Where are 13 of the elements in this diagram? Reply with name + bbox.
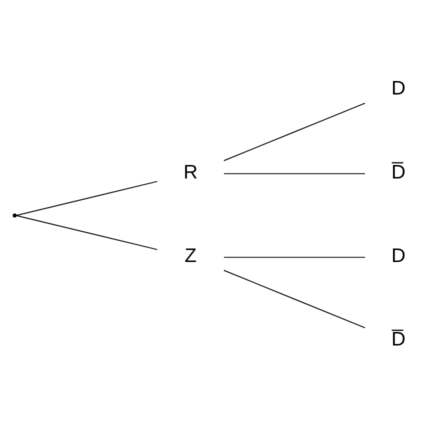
node-text: D̅ — [391, 328, 406, 351]
connector — [223, 102, 366, 162]
connector — [16, 215, 158, 250]
node-text: Z — [184, 244, 197, 267]
connector — [16, 180, 158, 216]
connector — [223, 270, 366, 328]
node-text: D̅ — [391, 161, 406, 184]
connector — [223, 173, 366, 174]
node-text: R — [184, 161, 198, 184]
node-text: D — [391, 78, 406, 100]
node-text: D — [391, 244, 406, 267]
connector — [223, 256, 366, 258]
node-point — [12, 214, 17, 218]
